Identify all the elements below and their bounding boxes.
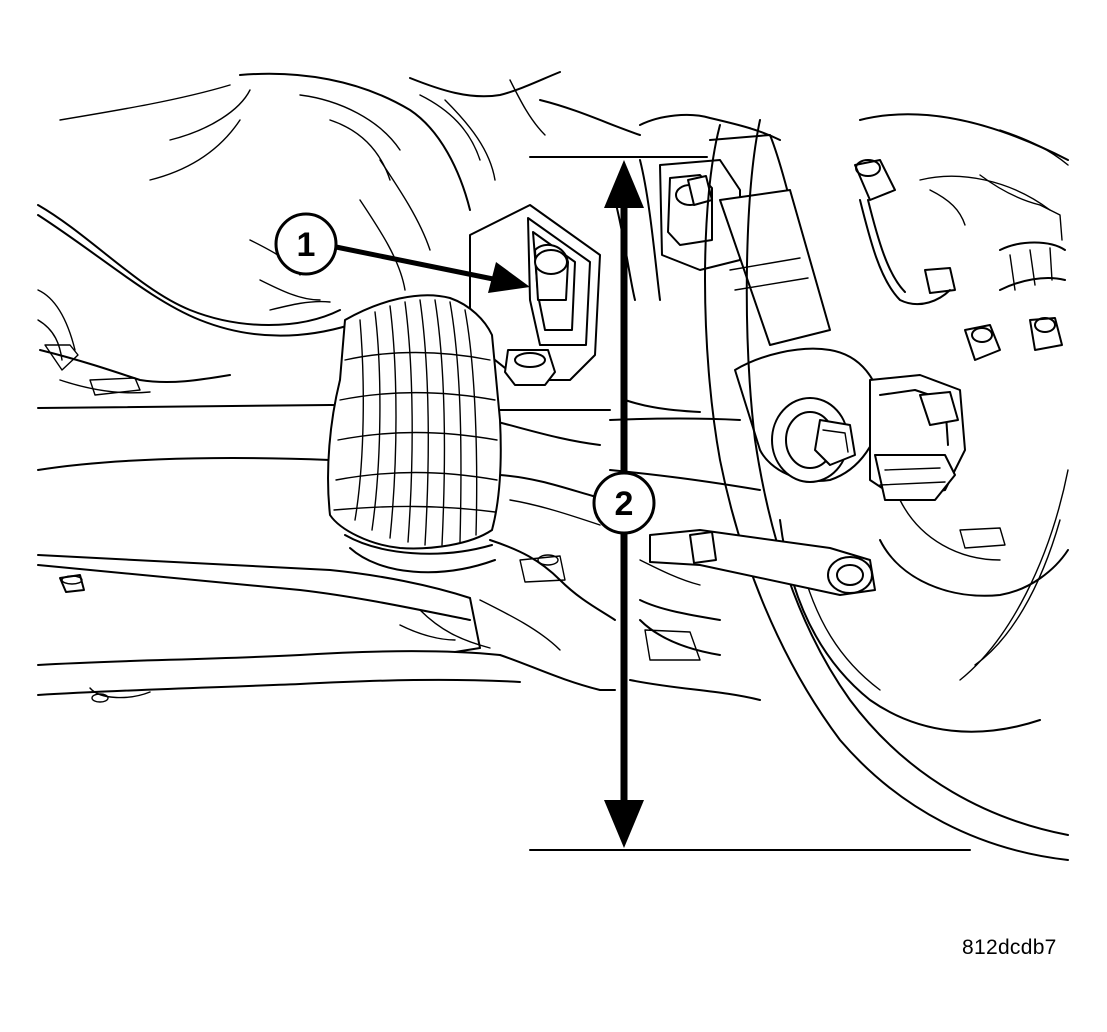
callout-1-arrowhead [488,262,530,293]
body-structure [37,71,641,396]
callout-1-circle [274,212,338,276]
steering-knuckle [854,159,1066,501]
figure-id-label: 812dcdb7 [962,936,1057,959]
callout-1: 1 [274,212,530,293]
mount-bracket [469,204,601,386]
callout-1-leader-arrow [335,244,499,283]
cv-boot [327,294,502,574]
callout-2-circle [592,471,656,535]
dimension-arrowhead-top [604,160,644,208]
frame-rails [37,404,616,703]
callout-2: 2 [592,471,656,535]
tire-wheel [704,113,1069,861]
callout-1-number: 1 [297,226,316,264]
dimension-arrowhead-bottom [604,800,644,848]
callout-2-number: 2 [615,485,634,523]
